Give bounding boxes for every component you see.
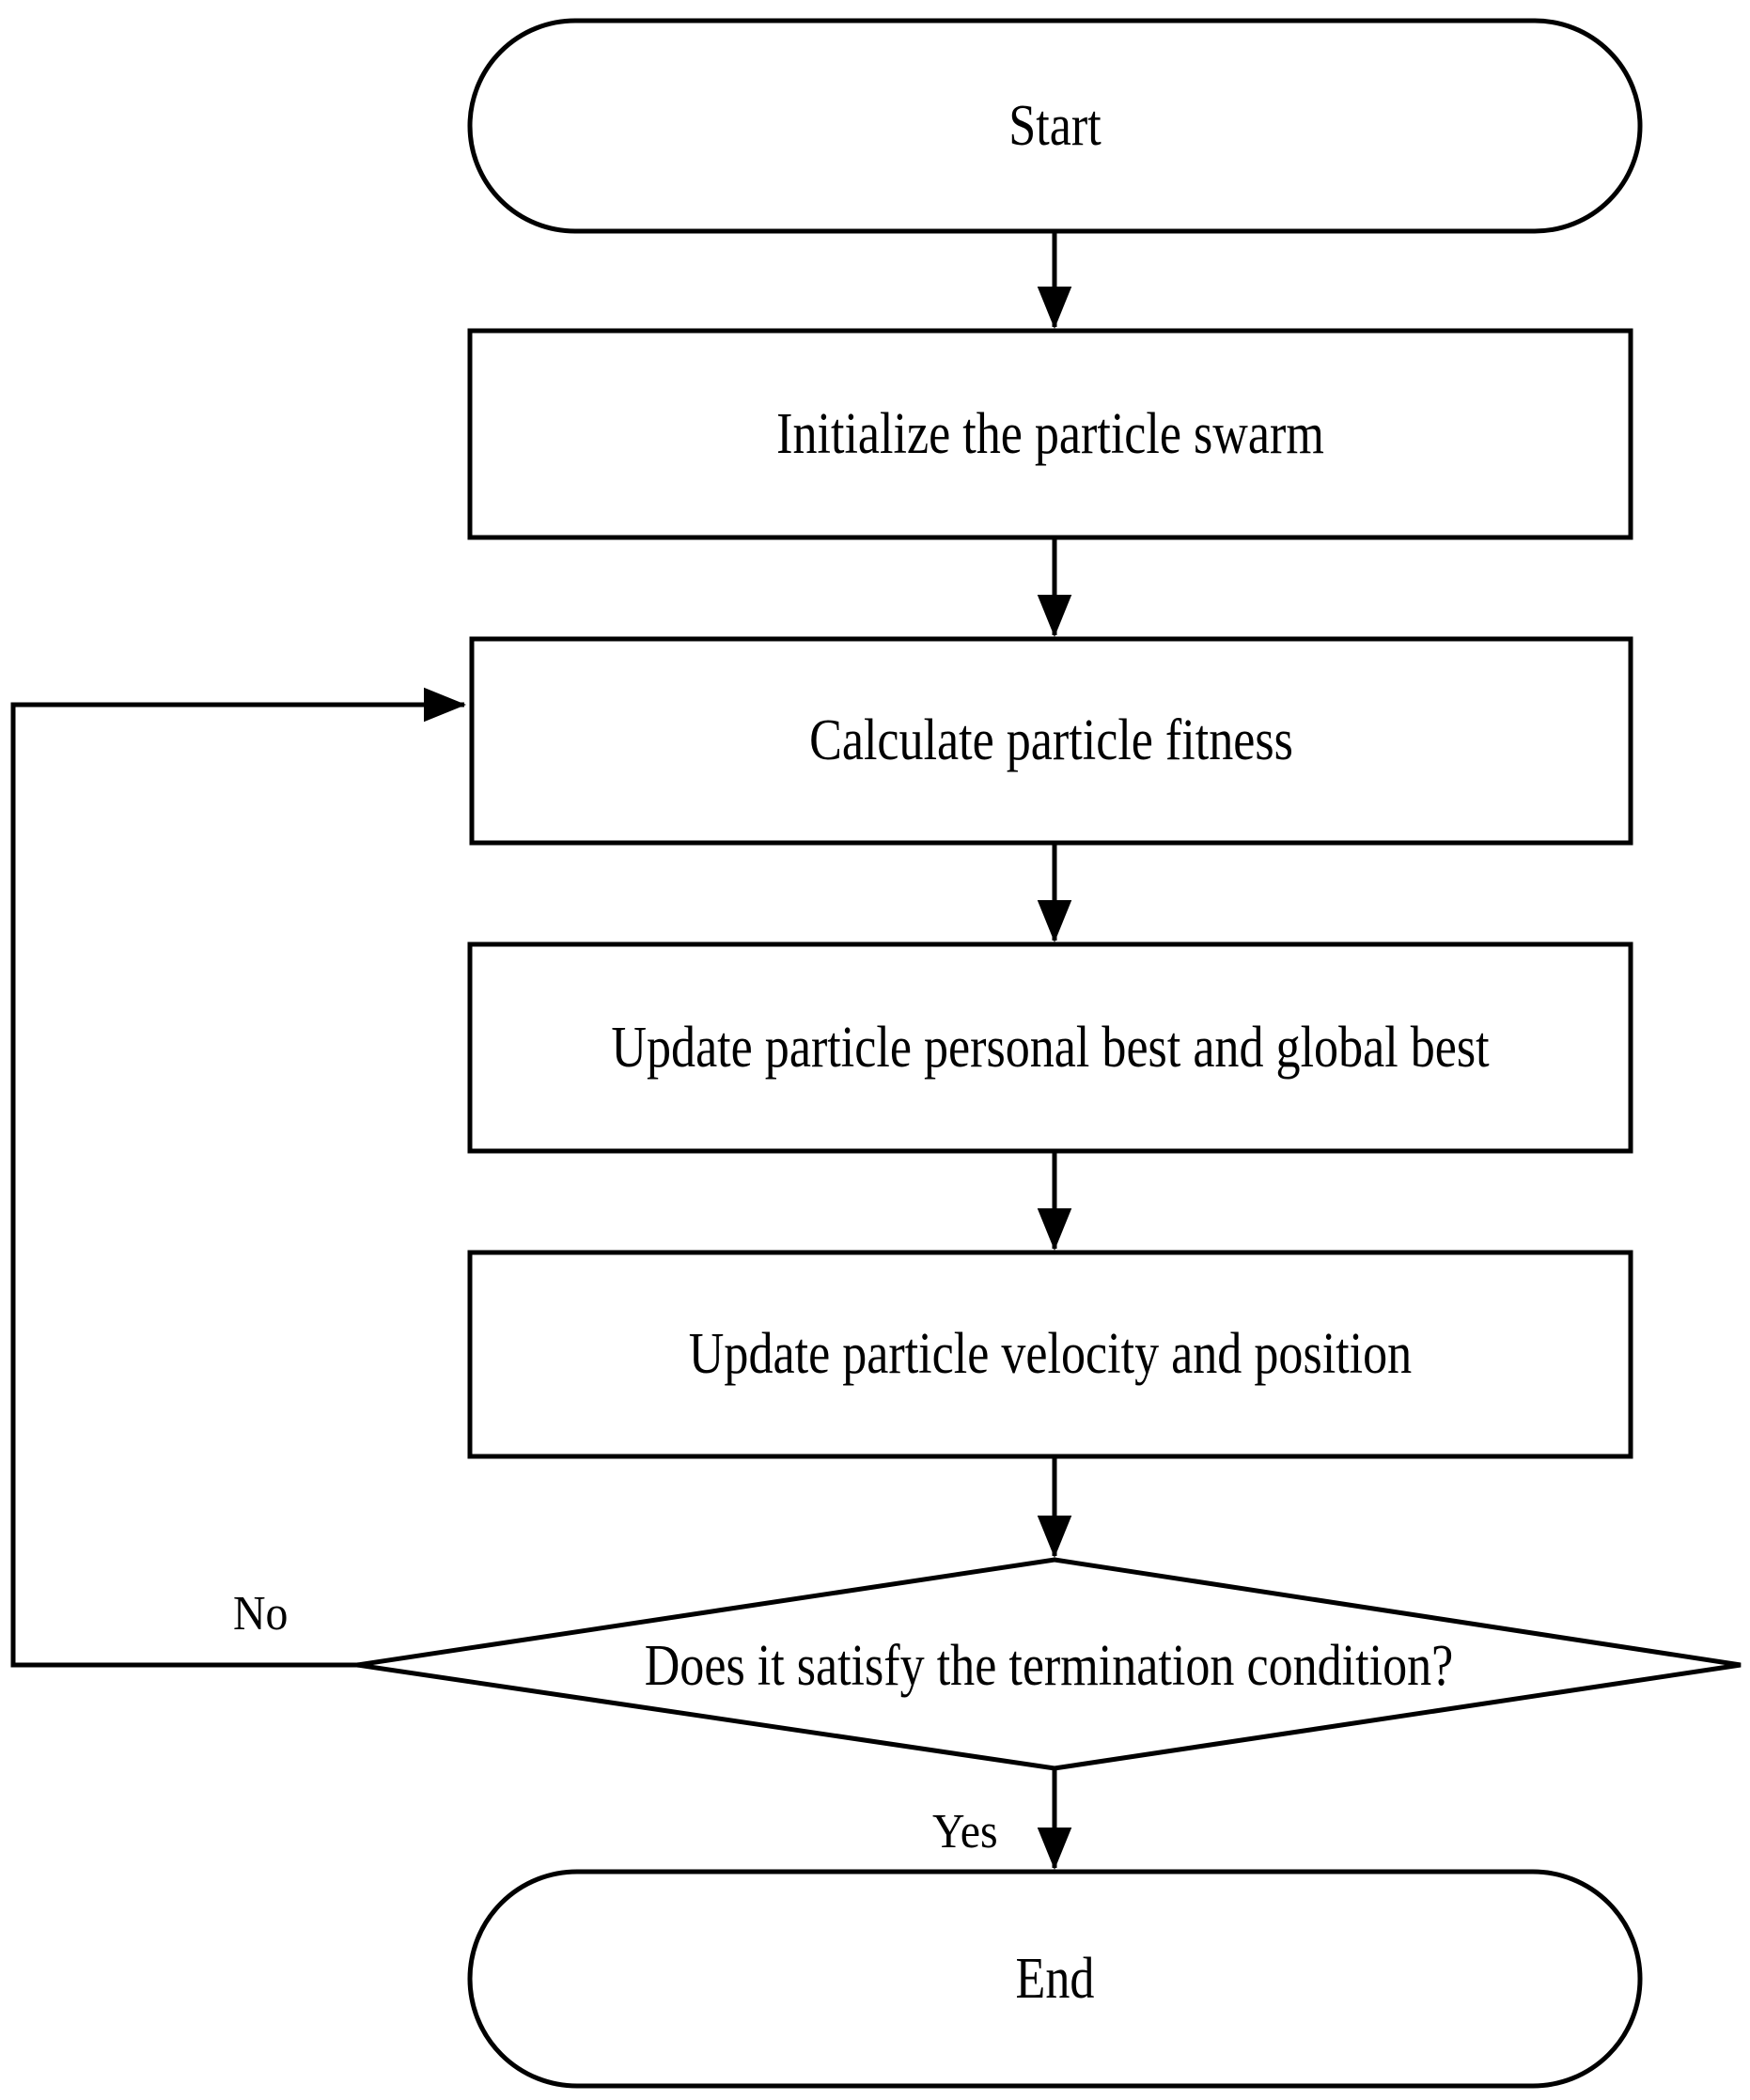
edge-label-no: No <box>233 1587 289 1641</box>
node-end-shape[interactable] <box>467 1869 1643 2089</box>
node-start-shape[interactable] <box>467 18 1643 234</box>
node-initialize-shape[interactable] <box>467 328 1633 540</box>
edge-label-yes: Yes <box>932 1805 998 1859</box>
node-decision-shape[interactable] <box>356 1557 1742 1771</box>
node-update-velocity-shape[interactable] <box>467 1250 1633 1459</box>
edge-decision-to-calculate-feedback <box>10 687 466 1668</box>
node-update-best-shape[interactable] <box>467 941 1633 1154</box>
node-calculate-shape[interactable] <box>469 636 1633 846</box>
